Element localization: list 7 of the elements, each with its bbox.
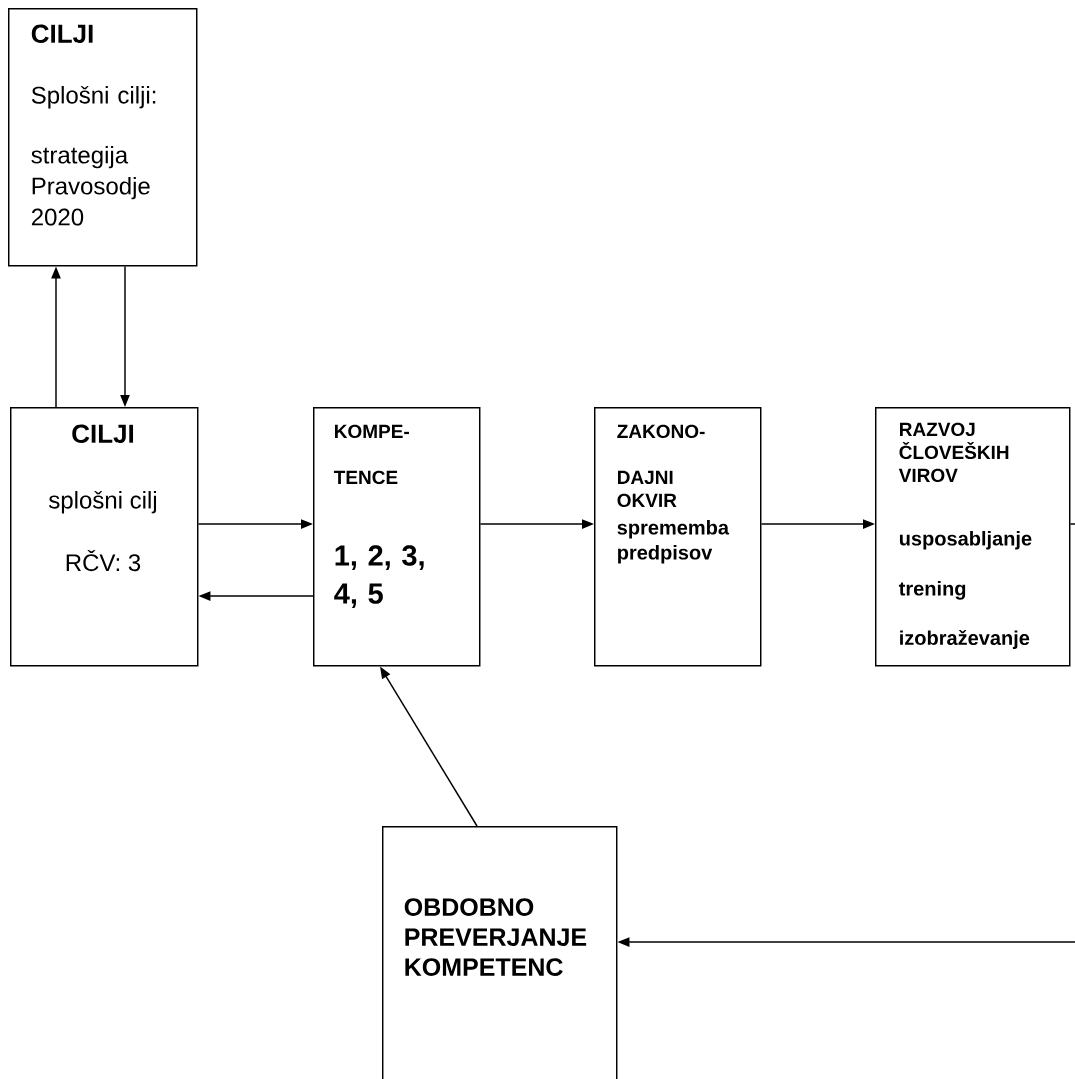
process-box: CILJI Splošni cilji: strategija Pravosodje 2020 [8,8,198,267]
connector-line [1069,523,1075,525]
process-box: RAZVOJ ČLOVEŠKIH VIROV usposabljanje trening izobraževanje [875,407,1071,667]
process-box: KOMPE- TENCE 1, 2, 3, 4, 5 [313,407,481,667]
process-box: ZAKONO- DAJNI OKVIR sprememba predpisov [594,407,762,667]
process-box: OBDOBNO PREVERJANJE KOMPETENC [382,826,618,1079]
process-box: CILJI splošni cilj RČV: 3 [10,407,199,667]
